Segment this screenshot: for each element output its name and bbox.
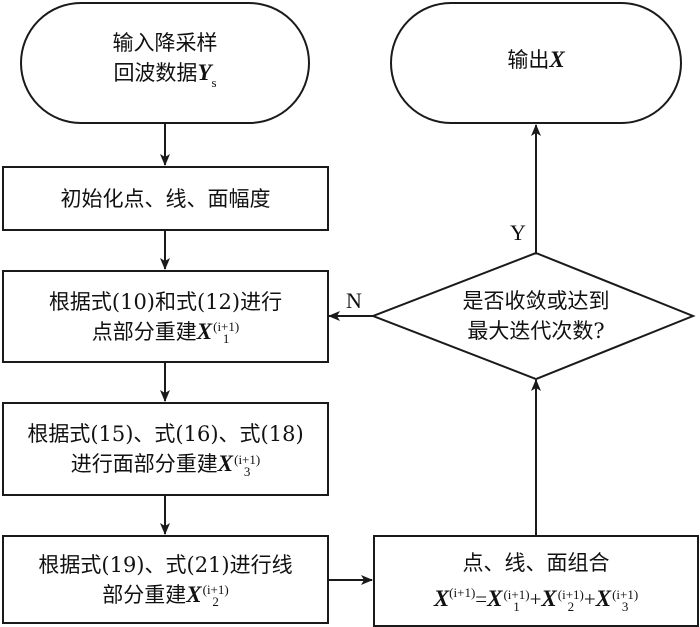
line-var-sup: (i+1) [202, 582, 229, 597]
formula-term1-indices: (i+1)1 [503, 586, 530, 614]
input-terminal: 输入降采样 回波数据Ys [20, 2, 310, 124]
formula-term1-sub: 1 [513, 598, 520, 614]
line-var-sub: 2 [212, 594, 219, 609]
formula-term3-sub: 3 [621, 598, 629, 614]
combine-box: 点、线、面组合 X(i+1)=X(i+1)1+X(i+1)2+X(i+1)3 [373, 535, 699, 627]
formula-lhs-var: X [433, 586, 450, 611]
line-line1: 根据式(19)、式(21)进行线 [38, 552, 293, 577]
formula-term2-var: X [541, 586, 557, 611]
edge-label-no: N [346, 288, 362, 313]
combine-formula: X(i+1)=X(i+1)1+X(i+1)2+X(i+1)3 [434, 578, 638, 614]
formula-plus-2: + [583, 587, 596, 611]
point-line2: 点部分重建X(i+1)1 [92, 317, 239, 347]
decision-text: 是否收敛或达到 最大迭代次数? [410, 286, 662, 346]
point-line2-text: 点部分重建 [91, 319, 197, 344]
decision-line2: 最大迭代次数? [467, 319, 605, 343]
point-var-sup: (i+1) [213, 319, 240, 334]
formula-term1-sup: (i+1) [503, 586, 530, 602]
surface-var-sup: (i+1) [234, 451, 261, 467]
line-var-indices: (i+1)2 [202, 582, 229, 609]
formula-term1-var: X [487, 586, 503, 611]
surface-var-indices: (i+1)3 [234, 451, 261, 479]
point-reconstruction-box: 根据式(10)和式(12)进行 点部分重建X(i+1)1 [2, 270, 329, 363]
output-terminal: 输出X [390, 2, 682, 124]
formula-term2-sub: 2 [567, 598, 575, 614]
output-line: 输出X [507, 45, 564, 75]
formula-term2-sup: (i+1) [557, 586, 584, 602]
surface-line2: 进行面部分重建X(i+1)3 [71, 449, 260, 479]
input-var-sub: s [211, 75, 217, 90]
surface-var-sub: 3 [243, 463, 251, 479]
line-line2-text: 部分重建 [102, 582, 187, 607]
input-line2: 回波数据Ys [113, 58, 216, 98]
formula-term3-var: X [595, 586, 612, 611]
surface-line2-text: 进行面部分重建 [70, 452, 218, 476]
init-box: 初始化点、线、面幅度 [2, 166, 329, 231]
input-var: Y [197, 60, 212, 85]
input-line2-text: 回波数据 [113, 61, 198, 85]
init-text: 初始化点、线、面幅度 [60, 186, 271, 211]
output-var: X [549, 47, 565, 72]
surface-var: X [217, 451, 234, 476]
decision-diamond [370, 251, 696, 381]
formula-term2-indices: (i+1)2 [557, 586, 584, 614]
point-var-sub: 1 [222, 331, 230, 346]
formula-lhs-sup: (i+1) [449, 585, 476, 600]
line-line2: 部分重建X(i+1)2 [102, 580, 228, 610]
formula-plus-1: + [529, 587, 542, 611]
point-line1: 根据式(10)和式(12)进行 [48, 289, 283, 314]
edge-label-yes: Y [510, 220, 526, 245]
line-reconstruction-box: 根据式(19)、式(21)进行线 部分重建X(i+1)2 [2, 535, 329, 624]
line-var: X [186, 581, 202, 607]
point-var: X [196, 318, 213, 344]
combine-line1: 点、线、面组合 [462, 551, 610, 575]
surface-reconstruction-box: 根据式(15)、式(16)、式(18) 进行面部分重建X(i+1)3 [2, 402, 329, 496]
formula-term3-indices: (i+1)3 [612, 586, 639, 614]
formula-equals: = [475, 587, 488, 611]
input-line1: 输入降采样 [112, 31, 218, 55]
decision-line1: 是否收敛或达到 [462, 289, 610, 313]
surface-line1: 根据式(15)、式(16)、式(18) [27, 422, 304, 446]
output-text: 输出 [507, 48, 550, 72]
point-var-indices: (i+1)1 [213, 319, 240, 346]
formula-term3-sup: (i+1) [612, 586, 639, 602]
